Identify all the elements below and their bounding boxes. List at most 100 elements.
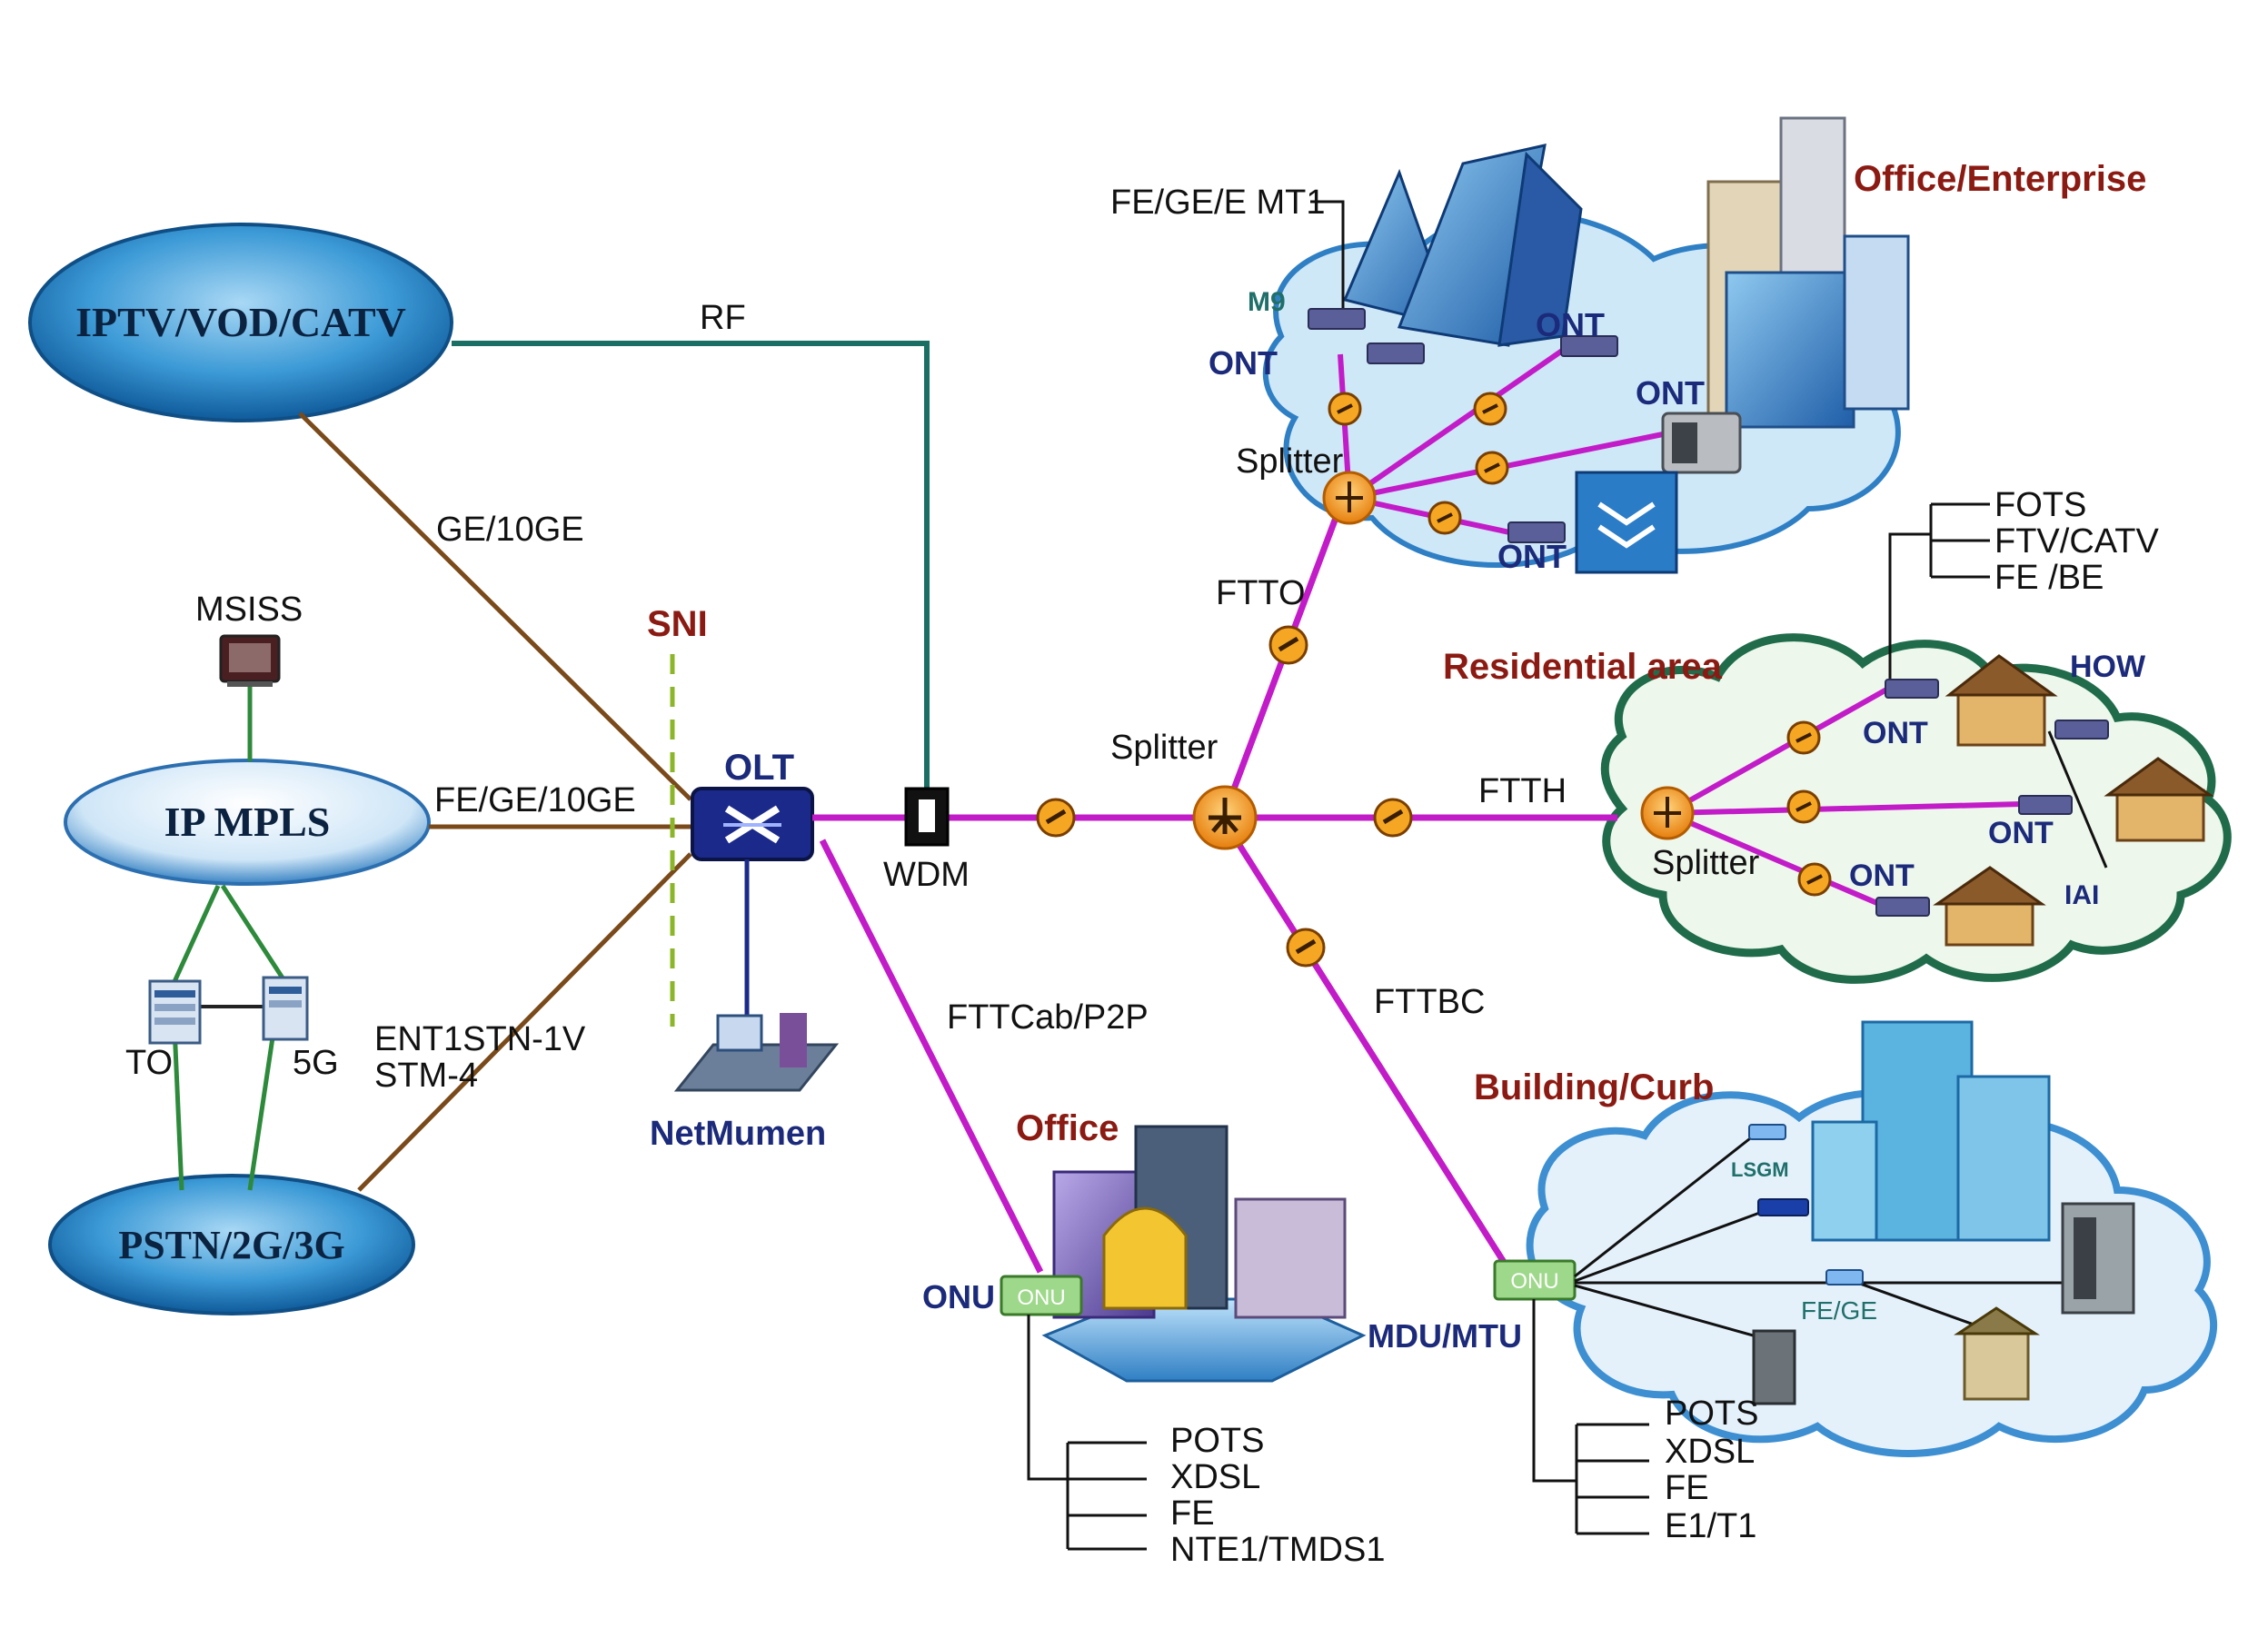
office-enterprise-title: Office/Enterprise: [1854, 159, 2146, 199]
res-extra-link: [2047, 730, 2108, 869]
fiber-connector-icon: [1328, 392, 1362, 426]
stm4-label: STM-4: [374, 1057, 478, 1095]
fe-ge-10ge-label: FE/GE/10GE: [434, 781, 636, 819]
msiss-device[interactable]: [219, 634, 281, 687]
netmumen-label: NetMumen: [650, 1115, 826, 1153]
pstn-label: PSTN/2G/3G: [118, 1223, 344, 1267]
switch-icon: [1748, 1124, 1786, 1140]
ont-device[interactable]: [1308, 308, 1366, 330]
res-fiber-1: [1666, 686, 1890, 816]
ont-device[interactable]: [1367, 342, 1425, 364]
office-service-2: XDSL: [1170, 1458, 1260, 1496]
fiber-connector-icon: [1786, 720, 1821, 755]
svg-text:ONU: ONU: [1510, 1269, 1558, 1294]
rf-label: RF: [700, 299, 746, 337]
ftto-label: FTTO: [1216, 574, 1306, 612]
oe-fiber-2: [1348, 338, 1578, 501]
oe-ont-label-1: ONT: [1209, 344, 1278, 382]
lsgm-label: LSGM: [1731, 1158, 1789, 1181]
fiber-connector-icon: [1286, 928, 1326, 968]
office-splitter[interactable]: [1322, 471, 1377, 525]
ont-device[interactable]: [1875, 897, 1930, 917]
office-splitter-label: Splitter: [1236, 442, 1344, 481]
olt-to-office-fiber: [819, 839, 1044, 1274]
office-service-1: POTS: [1170, 1422, 1264, 1460]
wdm-device[interactable]: [904, 787, 950, 847]
res-service-3: FE /BE: [1994, 559, 2104, 597]
oe-ont-label-3: ONT: [1636, 374, 1705, 412]
mdu-link-1: [1574, 1134, 1755, 1278]
mdu-link-2: [1574, 1206, 1773, 1283]
ont-device[interactable]: [1885, 679, 1939, 699]
building-services-trunk: [1532, 1299, 1577, 1483]
res-splitter[interactable]: [1640, 786, 1695, 840]
ont-device[interactable]: [1507, 521, 1566, 543]
office-service-4: NTE1/TMDS1: [1170, 1531, 1385, 1569]
office-enterprise-towers: [1706, 116, 1910, 429]
oe-ont-label-2: ONT: [1536, 306, 1605, 343]
residential-title: Residential area: [1443, 647, 1723, 687]
fiber-connector-icon: [1036, 798, 1076, 838]
ent1-label: ENT1STN-1V: [374, 1020, 586, 1058]
olt-device[interactable]: [691, 787, 814, 861]
rf-link: [452, 341, 930, 790]
onu-box[interactable]: ONU: [1000, 1275, 1083, 1316]
res-service-2: FTV/CATV: [1994, 522, 2160, 561]
main-to-office-ent-fiber: [1221, 516, 1339, 815]
pstn-cloud[interactable]: PSTN/2G/3G: [48, 1174, 415, 1315]
iptv-vod-catv-cloud[interactable]: IPTV/VOD/CATV: [28, 223, 453, 422]
fege-label: FE/GE: [1801, 1296, 1877, 1325]
ont-device[interactable]: [1560, 335, 1618, 357]
res-services-bracket: [1888, 532, 1931, 683]
to-device[interactable]: [148, 979, 202, 1045]
cabinet-icon: [2061, 1202, 2135, 1315]
building-service-3: FE: [1665, 1469, 1709, 1507]
oe-ont-label-4: ONT: [1497, 538, 1567, 575]
mdu-box[interactable]: ONU: [1493, 1259, 1577, 1301]
ipmpls-label: IP MPLS: [164, 799, 331, 845]
olt-label: OLT: [724, 748, 794, 788]
mdu-label: MDU/MTU: [1368, 1317, 1522, 1355]
5g-device[interactable]: [262, 976, 309, 1041]
oe-server-icon: [1661, 412, 1742, 474]
ont-device[interactable]: [2018, 795, 2073, 815]
netmumen-workstation[interactable]: [673, 1013, 840, 1092]
5g-label: 5G: [293, 1044, 339, 1082]
fiber-connector-icon: [1475, 451, 1509, 485]
curb-cabinet-icon: [1954, 1306, 2041, 1401]
ip-mpls-cloud[interactable]: IP MPLS: [64, 759, 431, 886]
res-fiber-2: [1666, 801, 2023, 816]
oe-datacenter-icon: [1575, 471, 1678, 574]
stm4-link: [357, 852, 692, 1192]
sni-label: SNI: [647, 604, 708, 644]
main-splitter-label: Splitter: [1110, 729, 1219, 767]
res-ont-label-1: ONT: [1863, 716, 1928, 750]
fiber-connector-icon: [1268, 625, 1308, 665]
main-splitter[interactable]: [1192, 785, 1258, 850]
iptv-label: IPTV/VOD/CATV: [75, 299, 406, 345]
how-label: HOW: [2070, 650, 2146, 684]
to-label: TO: [125, 1044, 173, 1082]
house-icon: [2104, 757, 2214, 842]
ftth-label: FTTH: [1478, 772, 1567, 810]
building-service-1: POTS: [1665, 1395, 1758, 1433]
house-icon: [1945, 654, 2058, 747]
cabinet-icon: [1752, 1329, 1796, 1405]
fe-ge-mt1-callout: [1310, 200, 1345, 309]
fttcab-label: FTTCab/P2P: [947, 998, 1149, 1037]
iai-label: IAI: [2064, 880, 2099, 910]
office-buildings: [1052, 1125, 1347, 1319]
office-service-3: FE: [1170, 1494, 1215, 1533]
ont-device[interactable]: [2054, 720, 2109, 740]
fiber-connector-icon: [1473, 392, 1507, 426]
res-service-1: FOTS: [1994, 486, 2086, 524]
office-enterprise-building: [1342, 144, 1583, 347]
onu-label: ONU: [922, 1278, 995, 1315]
switch-icon: [1757, 1198, 1809, 1216]
wdm-label: WDM: [883, 856, 970, 894]
main-to-building-fiber: [1222, 820, 1516, 1278]
res-ont-label-2: ONT: [1988, 816, 2054, 850]
building-service-2: XDSL: [1665, 1433, 1755, 1471]
fiber-connector-icon: [1786, 789, 1821, 824]
